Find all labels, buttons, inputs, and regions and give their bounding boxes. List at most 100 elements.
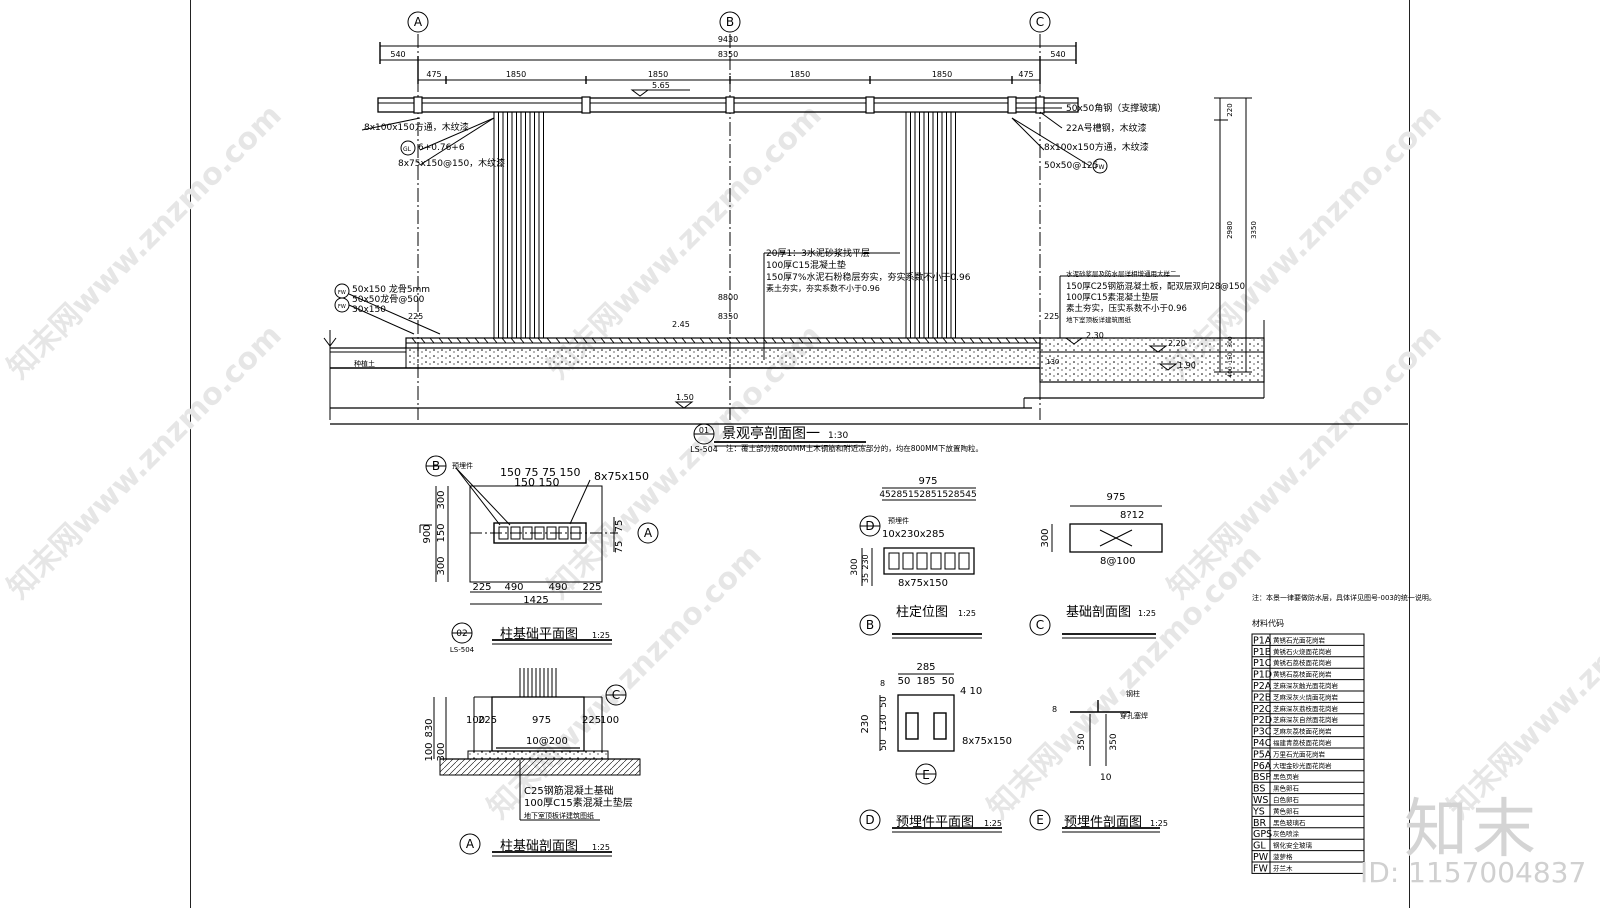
plan-total: 1425 <box>523 595 548 606</box>
plan-title: 柱基础平面图 <box>500 627 578 642</box>
cs-mark: A <box>466 837 475 851</box>
deck-board <box>501 337 507 344</box>
right-dim: 150 <box>1227 352 1234 364</box>
deck-board <box>564 337 570 344</box>
deck-board <box>690 337 696 344</box>
axis-c-label: C <box>1036 15 1044 29</box>
material-name: 黄色卵石 <box>1273 806 1300 815</box>
deck-board <box>762 337 768 344</box>
deck-board <box>600 337 606 344</box>
deck-board <box>546 337 552 344</box>
deck-board <box>528 337 534 344</box>
pos-bottom: 8x75x150 <box>898 578 948 589</box>
right-note: 50x50@125 <box>1044 161 1098 171</box>
cs-title: 柱基础剖面图 <box>500 839 578 854</box>
right-floor-note: 地下室顶板详建筑图纸 <box>1066 315 1132 324</box>
deck-board <box>537 337 543 344</box>
material-code: BR <box>1253 818 1267 829</box>
material-code: P1D <box>1253 670 1272 681</box>
anchor-bolt <box>902 552 914 570</box>
es-note: 穿孔塞焊 <box>1120 711 1148 720</box>
right-dim: 3350 <box>1250 221 1258 239</box>
material-code: PW <box>1253 852 1269 863</box>
level-right: 1.90 <box>1178 361 1196 370</box>
fw-tag: FW <box>338 290 346 296</box>
material-name: 芝麻深灰火烧面花岗岩 <box>1273 692 1339 701</box>
deck-board <box>609 337 615 344</box>
fs-scale: 1:25 <box>1138 609 1156 618</box>
deck-board <box>1014 337 1020 344</box>
pavilion-section <box>323 11 1408 447</box>
pos-mark: B <box>866 618 874 632</box>
floor-note: 50x50龙骨@500 <box>352 293 425 305</box>
deck-board <box>951 337 957 344</box>
deck-board <box>627 337 633 344</box>
fw-tag: FW <box>338 304 346 310</box>
ep-left-dim: 230 <box>860 714 871 733</box>
material-name: 菠萝格 <box>1273 852 1293 861</box>
cs-tag: C <box>612 688 620 702</box>
material-code: BS <box>1253 784 1265 795</box>
plan-left-dim: 900 <box>422 524 433 543</box>
plan-left-dim: 150 <box>436 523 447 542</box>
dim-total: 9430 <box>718 35 738 44</box>
cs-note: 100厚C15素混凝土垫层 <box>524 796 633 809</box>
deck-board <box>852 337 858 344</box>
floor-note: 50x150 龙骨5mm <box>352 283 430 295</box>
pos-left-dim: 300 <box>850 558 860 575</box>
deck-board <box>708 337 714 344</box>
sub-dim: 475 <box>1018 70 1033 79</box>
deck-board <box>492 337 498 344</box>
material-code: P1C <box>1253 658 1272 669</box>
pos-sub-dims: 45285152851528545 <box>879 490 976 500</box>
material-table-frame <box>1251 633 1365 874</box>
soil-label: 种植土 <box>354 359 375 368</box>
right-floor-note: 素土夯实，压实系数不小于0.96 <box>1066 303 1187 314</box>
anchor-bolt <box>916 552 928 570</box>
deck-board <box>969 337 975 344</box>
material-name: 芝麻深灰触光面花岗岩 <box>1273 681 1339 690</box>
cs-dim: 975 <box>532 715 551 726</box>
right-note: 22A号槽钢，木纹漆 <box>1066 122 1147 134</box>
material-name: 黄锈石光面花岗岩 <box>1273 635 1326 644</box>
material-name: 黑色页岩 <box>1273 772 1300 781</box>
plan-right-dim: 75 <box>614 541 625 554</box>
pos-title: 柱定位图 <box>896 605 948 620</box>
deck-board <box>897 337 903 344</box>
cs-left-dim: 100 <box>424 742 435 761</box>
deck-board <box>699 337 705 344</box>
deck-board <box>483 337 489 344</box>
deck-board <box>411 337 417 344</box>
right-note: 50x50角钢（支撑玻璃） <box>1066 102 1166 114</box>
deck-board <box>420 337 426 344</box>
section-title: 景观亭剖面图一 <box>722 425 820 442</box>
ep-weld: 4 10 <box>960 686 982 697</box>
dim-left-overhang: 540 <box>390 50 405 59</box>
floor-note: 30x150 <box>352 305 386 315</box>
right-dim: 300 <box>1227 336 1234 348</box>
material-name: 钢化安全玻璃 <box>1273 841 1313 850</box>
fs-rebar-bottom: 8@100 <box>1100 556 1135 567</box>
ep-left-dim: 130 <box>879 714 889 731</box>
deck-board <box>555 337 561 344</box>
material-code: FW <box>1253 863 1268 874</box>
ref-num: 01 <box>699 426 709 435</box>
floor-dim: 8800 <box>718 293 738 302</box>
pos-left-dim: 230 <box>861 554 870 569</box>
material-code: GPS <box>1253 829 1272 840</box>
ep-dim: 285 <box>916 662 935 673</box>
deck-board <box>735 337 741 344</box>
dim-right-overhang: 540 <box>1050 50 1065 59</box>
deck-board <box>843 337 849 344</box>
embed-plate-plan <box>859 673 1002 833</box>
material-name: 白色卵石 <box>1273 795 1300 804</box>
ep-weld: 8 <box>880 679 885 688</box>
deck-board <box>744 337 750 344</box>
deck-board <box>933 337 939 344</box>
pos-dim: 975 <box>918 476 937 487</box>
plan-ref-sheet: LS-504 <box>450 646 475 654</box>
material-name: 灰色喷涂 <box>1273 829 1300 838</box>
es-title: 预埋件剖面图 <box>1064 815 1142 830</box>
deck-board <box>879 337 885 344</box>
anchor-bolt <box>944 552 956 570</box>
